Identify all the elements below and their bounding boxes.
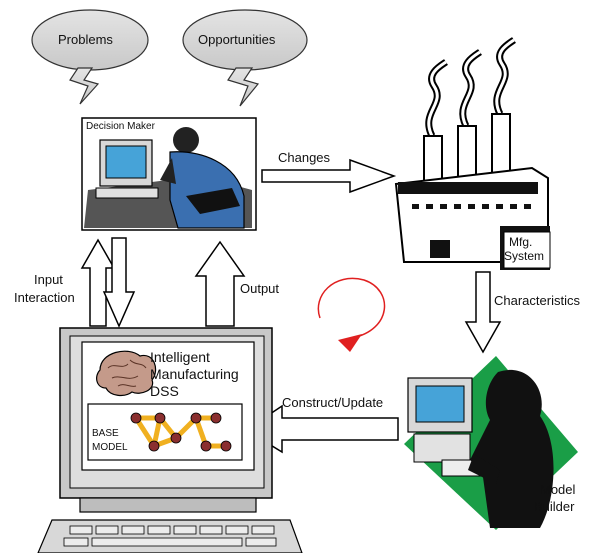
opportunities-bubble <box>182 9 308 107</box>
output-label: Output <box>240 281 280 296</box>
input-up-arrow <box>80 238 116 327</box>
construct-update-label: Construct/Update <box>282 395 384 410</box>
problems-label: Problems <box>58 32 113 47</box>
cycle-red-arrow <box>317 277 386 339</box>
characteristics-label: Characteristics <box>494 293 580 308</box>
brain-icon <box>96 350 157 397</box>
problems-bubble <box>31 9 149 105</box>
decision-maker-label: Decision Maker <box>86 121 155 132</box>
input-label: Input <box>34 272 63 287</box>
builder-label: Builder <box>534 499 575 514</box>
changes-arrow <box>261 158 397 194</box>
model-label: Model <box>540 482 576 497</box>
system-label: System <box>504 249 545 263</box>
characteristics-arrow <box>464 271 502 354</box>
dss-title-line2: Manufacturing <box>150 366 239 382</box>
model-node-icons <box>130 412 232 452</box>
base-model-line2: MODEL <box>92 442 128 453</box>
dss-title-line1: Intelligent <box>150 349 210 365</box>
dss-title-line3: DSS <box>150 383 179 399</box>
changes-label: Changes <box>278 150 331 165</box>
model-builder-image <box>404 356 578 530</box>
interaction-label: Interaction <box>14 290 75 305</box>
cycle-arrowhead-icon <box>338 334 362 352</box>
base-model-box <box>87 403 243 461</box>
factory-image <box>394 37 551 270</box>
base-model-line1: BASE <box>92 428 119 439</box>
interaction-down-arrow <box>102 237 136 328</box>
opportunities-lightning-icon <box>227 67 260 107</box>
decision-maker-image <box>81 117 257 231</box>
problems-lightning-icon <box>69 67 100 105</box>
opportunities-label: Opportunities <box>198 32 276 47</box>
output-arrow <box>194 240 246 327</box>
mfg-label: Mfg. <box>509 235 533 249</box>
